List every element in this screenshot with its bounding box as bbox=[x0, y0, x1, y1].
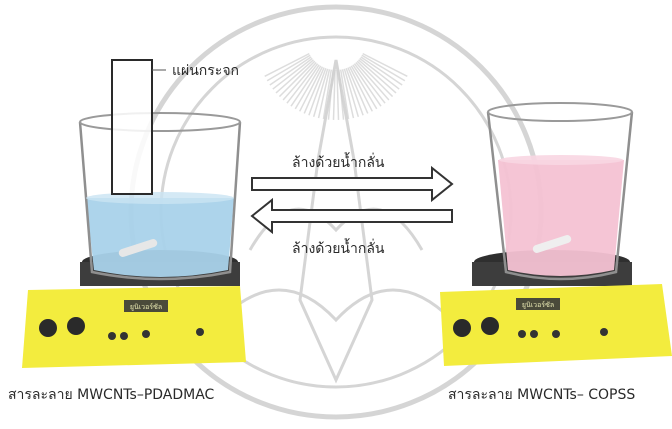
watermark-ray bbox=[341, 69, 355, 119]
left-beaker bbox=[78, 112, 242, 281]
watermark-ray bbox=[282, 62, 317, 101]
watermark-ray bbox=[352, 64, 382, 107]
watermark-ray bbox=[266, 54, 311, 82]
left-stir-bar bbox=[118, 239, 158, 257]
watermark-ray bbox=[312, 68, 329, 118]
right-knob-2 bbox=[481, 317, 499, 335]
right-knob-1 bbox=[453, 319, 471, 337]
watermark-ray bbox=[303, 67, 325, 114]
watermark-ray bbox=[339, 69, 350, 120]
watermark-ray bbox=[290, 64, 320, 107]
right-stir-bar bbox=[532, 235, 572, 253]
watermark-ray bbox=[332, 69, 336, 120]
left-knob-1 bbox=[39, 319, 57, 337]
watermark-ray bbox=[355, 62, 390, 101]
glass-plate bbox=[111, 59, 166, 195]
watermark-ray bbox=[362, 52, 408, 77]
watermark-ray bbox=[322, 69, 333, 120]
watermark-ray bbox=[317, 69, 331, 119]
left-stirrer-display: ยูนิเวอร์ซัล bbox=[130, 303, 162, 311]
watermark-ray bbox=[356, 60, 394, 98]
watermark-ray bbox=[299, 66, 324, 112]
watermark-ray bbox=[327, 69, 334, 120]
watermark-ray bbox=[347, 67, 369, 114]
watermark-ray bbox=[275, 59, 314, 94]
rinse-forward-arrow bbox=[251, 165, 454, 203]
watermark-ray bbox=[336, 69, 340, 120]
watermark-ray bbox=[345, 67, 364, 116]
watermark-ray bbox=[278, 60, 316, 98]
watermark-ray bbox=[338, 69, 345, 120]
watermark-ray bbox=[286, 63, 319, 104]
watermark-rays bbox=[264, 52, 408, 120]
left-knob-2 bbox=[67, 317, 85, 335]
watermark-ray bbox=[353, 63, 386, 104]
glass-plate-label: แผ่นกระจก bbox=[172, 63, 239, 79]
watermark-ray bbox=[348, 66, 373, 112]
right-stirrer-display: ยูนิเวอร์ซัล bbox=[522, 301, 554, 309]
watermark-ray bbox=[361, 54, 406, 82]
watermark-ray bbox=[272, 57, 313, 90]
watermark-ray bbox=[360, 56, 403, 86]
right-beaker bbox=[486, 102, 634, 281]
watermark-ray bbox=[358, 59, 397, 94]
right-solution-caption: สารละลาย MWCNTs– COPSS bbox=[448, 387, 636, 403]
left-solution-caption: สารละลาย MWCNTs–PDADMAC bbox=[8, 387, 215, 403]
watermark-ray bbox=[343, 68, 360, 118]
watermark-ray bbox=[308, 67, 327, 116]
watermark-ray bbox=[350, 65, 378, 110]
rinse-backward-label: ล้างด้วยน้ำกลั่น bbox=[292, 241, 385, 257]
watermark-ray bbox=[359, 57, 400, 90]
rinse-backward-arrow bbox=[250, 197, 453, 235]
rinse-forward-label: ล้างด้วยน้ำกลั่น bbox=[292, 155, 385, 171]
watermark-ray bbox=[264, 52, 310, 77]
watermark-ray bbox=[269, 56, 312, 86]
watermark-ray bbox=[294, 65, 322, 110]
